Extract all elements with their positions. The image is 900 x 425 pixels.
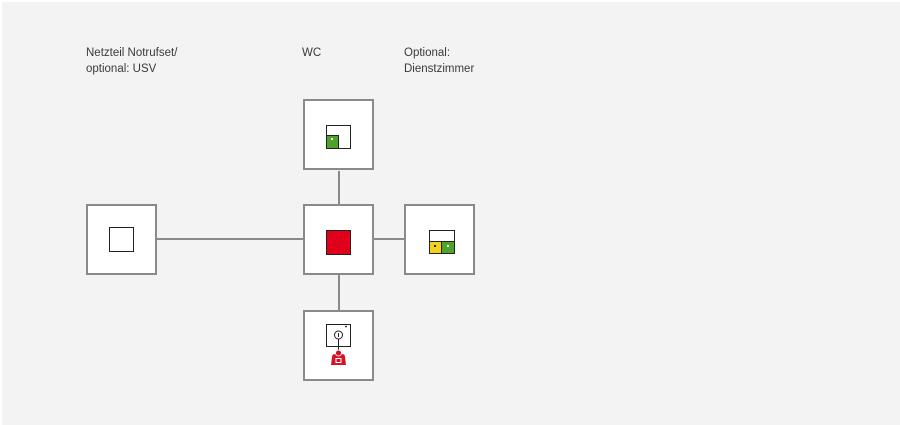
wc-label: WC	[302, 47, 322, 59]
central-alarm-node	[303, 204, 374, 275]
duty-room-label: Optional: Dienstzimmer	[404, 47, 475, 75]
red-alarm-square-icon	[326, 230, 351, 255]
green-call-button-icon	[327, 135, 339, 148]
power-supply-node	[86, 204, 157, 275]
connector-center-to-duty-room	[373, 238, 404, 240]
power-supply-label: Netzteil Notrufset/ optional: USV	[86, 47, 178, 75]
pull-cord-alarm-icon	[326, 324, 351, 365]
connector-power-to-center	[157, 238, 303, 240]
connector-center-to-pull-cord	[338, 275, 340, 310]
pull-cord-node	[303, 310, 374, 381]
wc-node	[303, 99, 374, 170]
power-supply-square-icon	[109, 227, 134, 252]
yellow-indicator-icon	[430, 241, 442, 253]
wc-call-button-frame	[326, 125, 351, 149]
duty-room-node	[404, 204, 475, 275]
green-indicator-icon	[442, 241, 454, 253]
connector-wc-to-center	[338, 171, 340, 204]
duty-room-display-frame	[429, 230, 455, 254]
